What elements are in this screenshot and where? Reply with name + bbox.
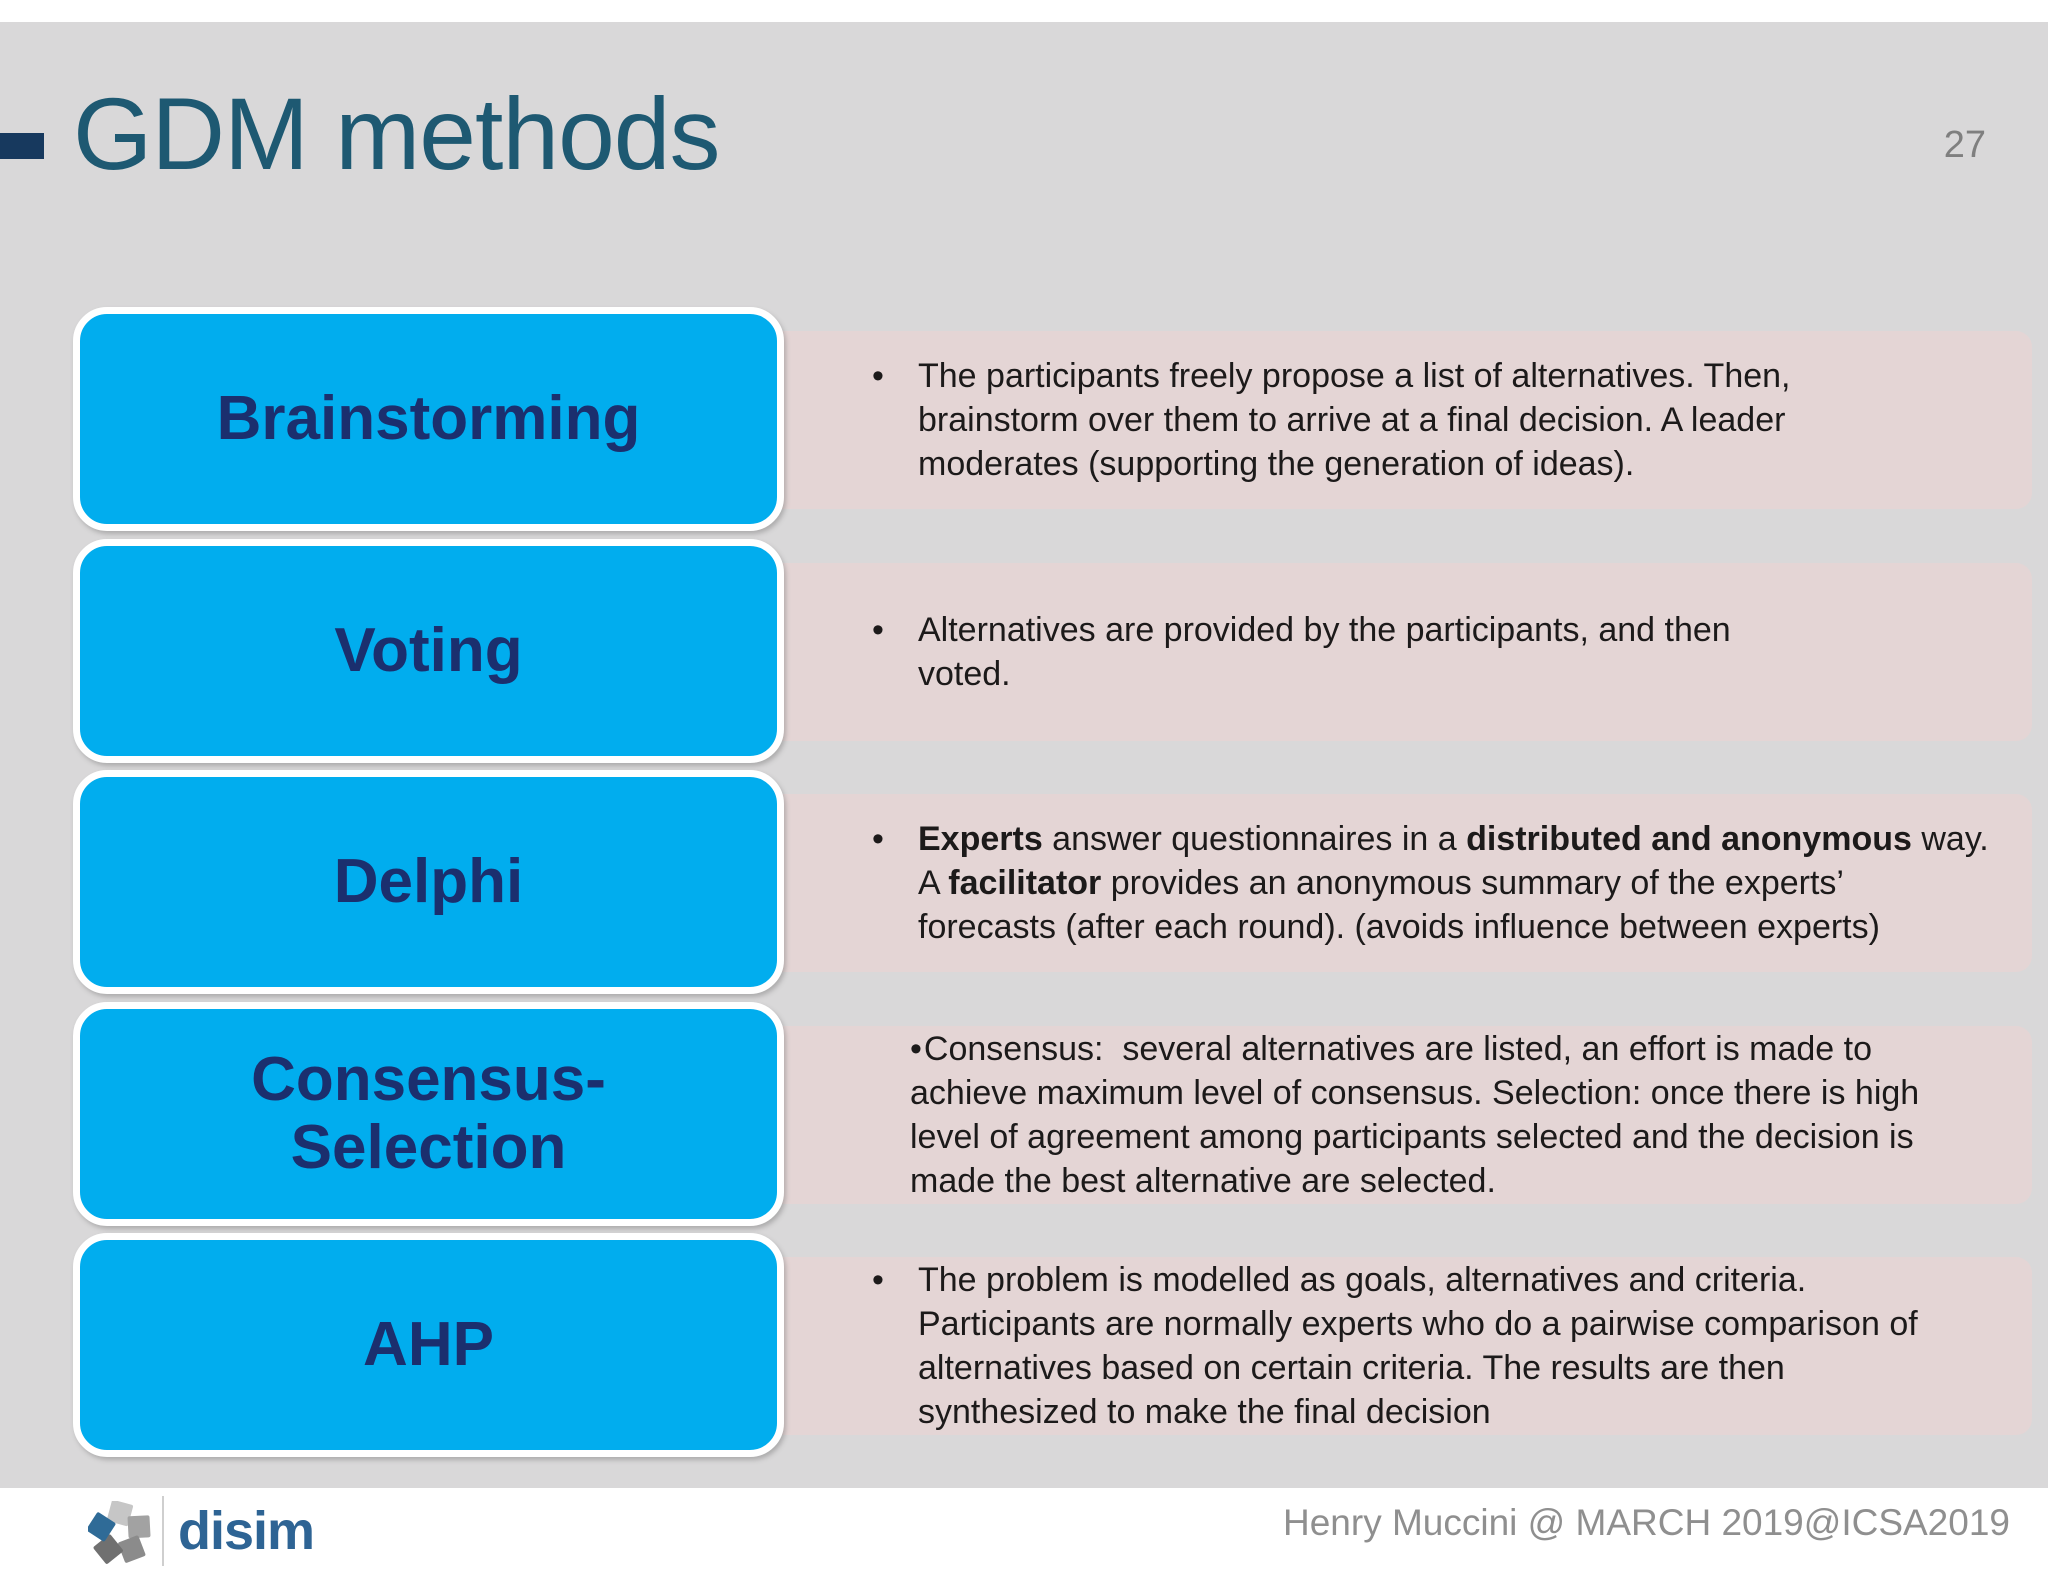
description-line: level of agreement among participants se… [910,1118,1914,1156]
footer-credit: Henry Muccini @ MARCH 2019@ICSA2019 [1283,1502,2010,1543]
description-line: alternatives based on certain criteria. … [918,1349,1785,1387]
method-box-brainstorming: Brainstorming [73,307,784,531]
method-row: • Alternatives are provided by the partic… [73,539,2032,763]
description-band: • Experts answer questionnaires in a dist… [768,794,2032,972]
method-box-consensusselection: Consensus-Selection [73,1002,784,1226]
description-line: A facilitator provides an anonymous summ… [918,864,1844,902]
page-number: 27 [1943,124,1986,166]
method-box-label: Brainstorming [216,384,641,453]
method-box-label: Selection [290,1113,567,1182]
page-title: GDM methods [73,77,721,191]
method-row: • Experts answer questionnaires in a dist… [73,770,2032,994]
method-box-delphi: Delphi [73,770,784,994]
description-line: The participants freely propose a list o… [918,357,1791,395]
method-box-voting: Voting [73,539,784,763]
description-line: Alternatives are provided by the partici… [918,611,1731,649]
description-text: • Experts answer questionnaires in a dist… [768,817,2035,949]
bullet-glyph: • [872,820,884,858]
description-line: achieve maximum level of consensus. Sele… [910,1074,1920,1112]
method-box-label: Delphi [333,847,524,916]
description-line: synthesized to make the final decision [918,1393,1491,1431]
footer: disim Henry Muccini @ MARCH 2019@ICSA201… [0,1488,2048,1582]
top-strip [0,0,2048,22]
description-line: voted. [918,655,1011,693]
description-line: The problem is modelled as goals, altern… [918,1261,1807,1299]
description-line: Participants are normally experts who do… [918,1305,1918,1343]
description-band: •Consensus: several alternatives are lis… [768,1026,2032,1204]
description-band: • Alternatives are provided by the partic… [768,563,2032,741]
description-line: •Consensus: several alternatives are lis… [910,1030,1872,1068]
description-text: •Consensus: several alternatives are lis… [768,1027,1965,1203]
description-text: • The participants freely propose a list … [768,354,1837,486]
method-row: • The participants freely propose a list … [73,307,2032,531]
description-band: • The problem is modelled as goals, alter… [768,1257,2032,1435]
method-box-ahp: AHP [73,1233,784,1457]
description-text: • The problem is modelled as goals, alter… [768,1258,1964,1434]
method-row: •Consensus: several alternatives are lis… [73,1002,2032,1226]
disim-pinwheel-icon [88,1501,151,1564]
description-line: brainstorm over them to arrive at a fina… [918,401,1786,439]
logo-divider [162,1496,164,1566]
bullet-glyph: • [872,357,884,395]
description-line: made the best alternative are selected. [910,1162,1496,1200]
description-line: moderates (supporting the generation of … [918,445,1635,483]
title-accent-bar [0,133,44,159]
method-box-label: AHP [363,1310,494,1379]
method-box-label: Consensus- [251,1045,606,1114]
bullet-glyph: • [872,611,884,649]
logo: disim [88,1496,315,1566]
description-line: Experts answer questionnaires in a distr… [918,820,1989,858]
method-box-label: Voting [334,616,523,685]
logo-text: disim [178,1501,315,1561]
method-row: • The problem is modelled as goals, alter… [73,1233,2032,1457]
description-text: • Alternatives are provided by the partic… [768,608,1777,696]
description-band: • The participants freely propose a list … [768,331,2032,509]
description-line: forecasts (after each round). (avoids in… [918,908,1880,946]
bullet-glyph: • [910,1030,922,1068]
bullet-glyph: • [872,1261,884,1299]
